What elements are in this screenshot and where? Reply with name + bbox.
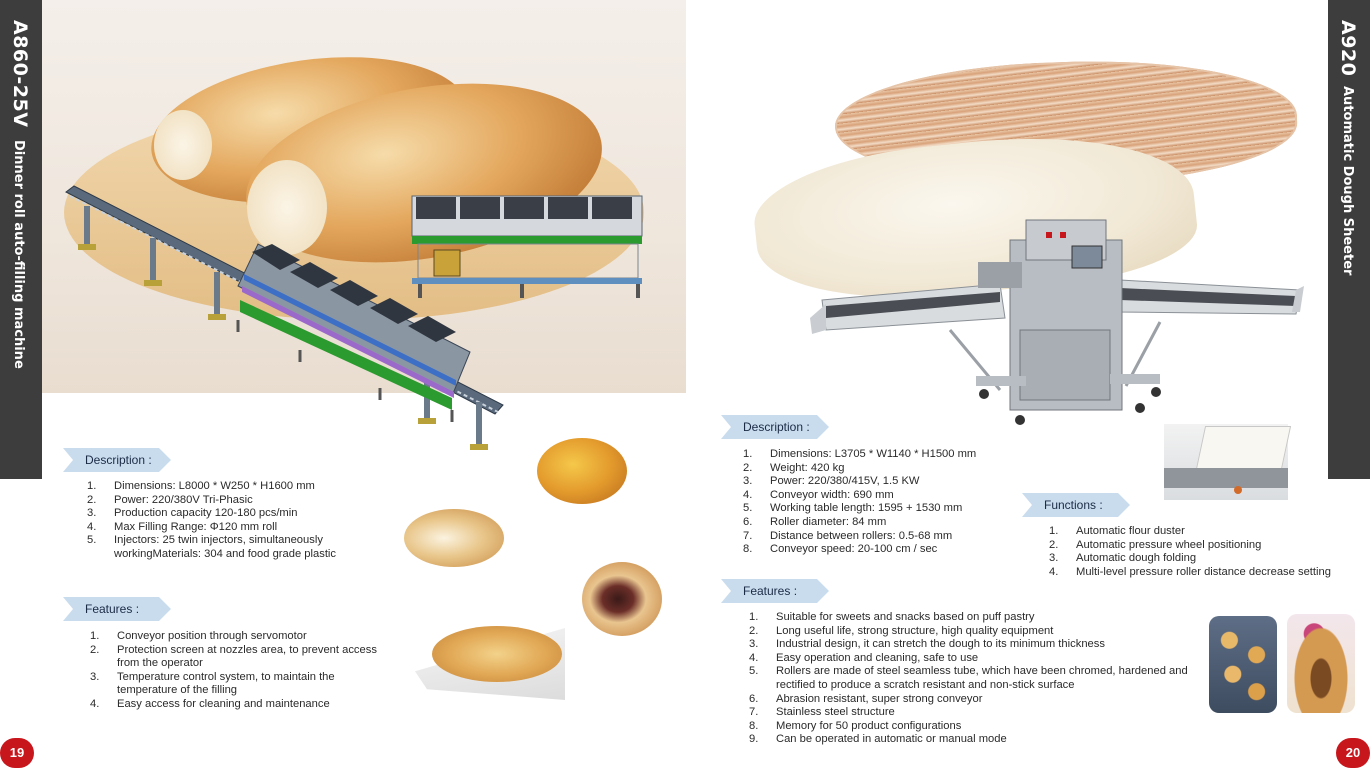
- functions-tag: Functions :: [1022, 493, 1130, 517]
- list-item: 3.Industrial design, it can stretch the …: [749, 638, 1105, 651]
- list-item: 2.Long useful life, strong structure, hi…: [749, 624, 1054, 637]
- list-item: 1.Dimensions: L8000 * W250 * H1600 mm: [87, 480, 315, 492]
- swirl-pastry-thumbnail: [1287, 614, 1355, 713]
- list-item: 4.Max Filling Range: Φ120 mm roll: [87, 520, 278, 533]
- pastry-tray-thumbnail: [1209, 616, 1277, 713]
- left-features-list: 1.Conveyor position through servomotor 2…: [90, 630, 395, 712]
- right-sidebar: A920 Automatic Dough Sheeter: [1328, 0, 1370, 479]
- list-item: 7.Stainless steel structure: [749, 706, 895, 719]
- folding-knob: [1234, 486, 1242, 494]
- right-model-code: A920: [1337, 20, 1359, 77]
- list-item: 5.Working table length: 1595 + 1530 mm: [743, 502, 963, 515]
- list-item: 8.Conveyor speed: 20-100 cm / sec: [743, 543, 938, 556]
- bread-roll-back-crumb: [154, 110, 212, 180]
- folded-dough: [1194, 426, 1292, 474]
- custard-bun-photo: [537, 438, 627, 504]
- list-item: 3.Temperature control system, to maintai…: [90, 670, 335, 697]
- right-features-tag: Features :: [721, 579, 829, 603]
- right-product-name: Automatic Dough Sheeter: [1340, 86, 1355, 276]
- list-item: 1.Suitable for sweets and snacks based o…: [749, 611, 1035, 623]
- left-sidebar: A860-25V Dinner roll auto-filling machin…: [0, 0, 42, 479]
- list-item: 3.Production capacity 120-180 pcs/min: [87, 507, 298, 520]
- red-bean-bun-photo: [582, 562, 662, 636]
- folding-roller: [1164, 468, 1288, 488]
- left-model-code: A860-25V: [9, 20, 31, 128]
- list-item: 2.Protection screen at nozzles area, to …: [90, 643, 377, 670]
- list-item: 6.Roller diameter: 84 mm: [743, 515, 887, 528]
- list-item: 6.Abrasion resistant, super strong conve…: [749, 692, 983, 705]
- right-page-number: 20: [1336, 738, 1370, 768]
- left-page-number: 19: [0, 738, 34, 768]
- list-item: 4.Multi-level pressure roller distance d…: [1049, 565, 1331, 578]
- list-item: 5.Rollers are made of steel seamless tub…: [749, 665, 1188, 691]
- list-item: 3.Power: 220/380/415V, 1.5 KW: [743, 475, 920, 488]
- left-features-tag: Features :: [63, 597, 171, 621]
- right-description-tag: Description :: [721, 415, 829, 439]
- folding-detail-photo: [1164, 424, 1292, 500]
- list-item: 1.Conveyor position through servomotor: [90, 630, 307, 642]
- list-item: 2.Weight: 420 kg: [743, 461, 845, 474]
- list-item: 2.Power: 220/380V Tri-Phasic: [87, 493, 253, 506]
- bread-roll-front-crumb: [247, 160, 327, 255]
- list-item: 1.Automatic flour duster: [1049, 525, 1185, 537]
- list-item: 5.Injectors: 25 twin injectors, simultan…: [87, 534, 337, 560]
- left-description-list: 1.Dimensions: L8000 * W250 * H1600 mm 2.…: [87, 480, 377, 562]
- list-item: 3.Automatic dough folding: [1049, 552, 1197, 565]
- left-description-tag: Description :: [63, 448, 171, 472]
- list-item: 7.Distance between rollers: 0.5-68 mm: [743, 529, 953, 542]
- list-item: 8.Memory for 50 product configurations: [749, 719, 962, 732]
- right-features-list: 1.Suitable for sweets and snacks based o…: [749, 611, 1189, 747]
- right-description-list: 1.Dimensions: L3705 * W1140 * H1500 mm 2…: [743, 448, 1033, 557]
- list-item: 9.Can be operated in automatic or manual…: [749, 733, 1007, 746]
- list-item: 4.Easy access for cleaning and maintenan…: [90, 697, 330, 710]
- functions-list: 1.Automatic flour duster 2.Automatic pre…: [1049, 525, 1359, 579]
- list-item: 1.Dimensions: L3705 * W1140 * H1500 mm: [743, 448, 977, 460]
- list-item: 2.Automatic pressure wheel positioning: [1049, 538, 1262, 551]
- sesame-bun-photo: [404, 509, 504, 567]
- list-item: 4.Easy operation and cleaning, safe to u…: [749, 651, 979, 664]
- list-item: 4.Conveyor width: 690 mm: [743, 488, 894, 501]
- left-product-name: Dinner roll auto-filling machine: [11, 140, 26, 369]
- cream-puffs-photo: [432, 626, 562, 682]
